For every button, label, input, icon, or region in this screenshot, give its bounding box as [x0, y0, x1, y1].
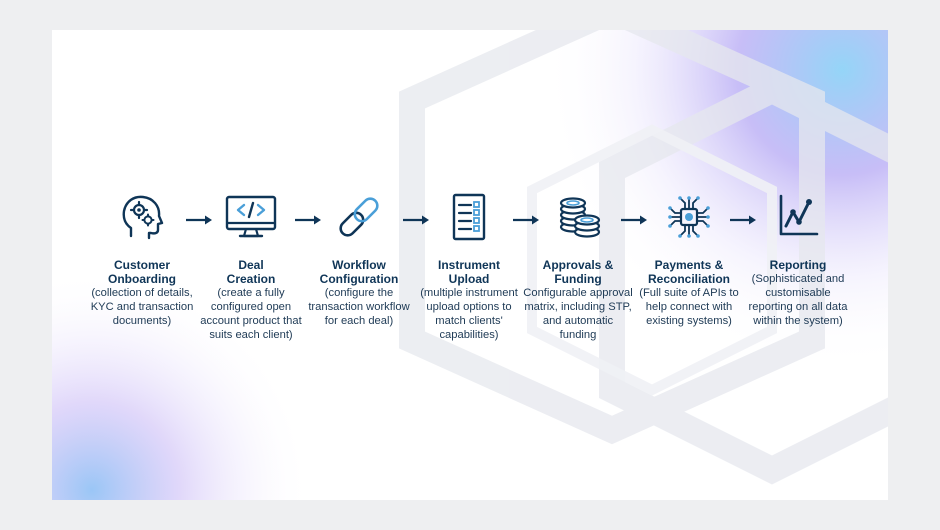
step-instrument-upload: Instrument Upload (multiple instrument u…	[414, 190, 524, 342]
arrow-right-icon	[621, 215, 647, 225]
step-title-line1: Instrument	[437, 258, 500, 272]
step-title-line2: Reconciliation	[647, 272, 730, 286]
step-title-line2: Funding	[554, 272, 602, 286]
step-customer-onboarding: Customer Onboarding (collection of detai…	[87, 190, 197, 328]
arrow-right-icon	[730, 215, 756, 225]
chain-link-icon	[339, 197, 379, 237]
step-approvals-funding: Approvals & Funding Configurable approva…	[523, 190, 633, 342]
step-deal-creation: Deal Creation (create a fully configured…	[196, 190, 306, 342]
step-description: (multiple instrument upload options to m…	[420, 287, 518, 341]
arrow-right-icon	[295, 215, 321, 225]
step-title-line1: Deal	[238, 258, 264, 272]
head-gears-icon	[122, 195, 164, 240]
document-list-icon	[452, 193, 486, 241]
step-title-line2: Upload	[448, 272, 490, 286]
process-card: Customer Onboarding (collection of detai…	[52, 30, 888, 500]
step-description: (collection of details, KYC and transact…	[90, 287, 194, 327]
step-title-line2: Configuration	[319, 272, 399, 286]
step-description: Configurable approval matrix, including …	[523, 287, 633, 341]
step-title-line2: Reporting	[769, 258, 827, 272]
step-description: (create a fully configured open account …	[200, 287, 302, 341]
arrow-right-icon	[403, 215, 429, 225]
step-title-line1: Customer	[113, 258, 170, 272]
step-description: (Sophisticated and customisable reportin…	[748, 273, 848, 327]
step-title-line2: Creation	[226, 272, 276, 286]
circuit-chip-icon	[668, 196, 710, 238]
step-reporting: Reporting (Sophisticated and customisabl…	[743, 190, 853, 328]
step-title-line1: Approvals &	[542, 258, 614, 272]
step-title-line2: Onboarding	[108, 272, 176, 286]
background-decoration	[52, 30, 888, 500]
step-description: (Full suite of APIs to help connect with…	[639, 287, 739, 327]
arrow-right-icon	[513, 215, 539, 225]
step-description: (configure the transaction workflow for …	[308, 287, 410, 327]
step-title-line1: Payments &	[654, 258, 724, 272]
coin-stack-icon	[559, 197, 601, 238]
step-payments-reconciliation: Payments & Reconciliation (Full suite of…	[634, 190, 744, 328]
step-title-line1: Workflow	[332, 258, 386, 272]
line-chart-icon	[779, 194, 819, 236]
monitor-code-icon	[225, 195, 277, 238]
arrow-right-icon	[186, 215, 212, 225]
step-workflow-configuration: Workflow Configuration (configure the tr…	[304, 190, 414, 328]
